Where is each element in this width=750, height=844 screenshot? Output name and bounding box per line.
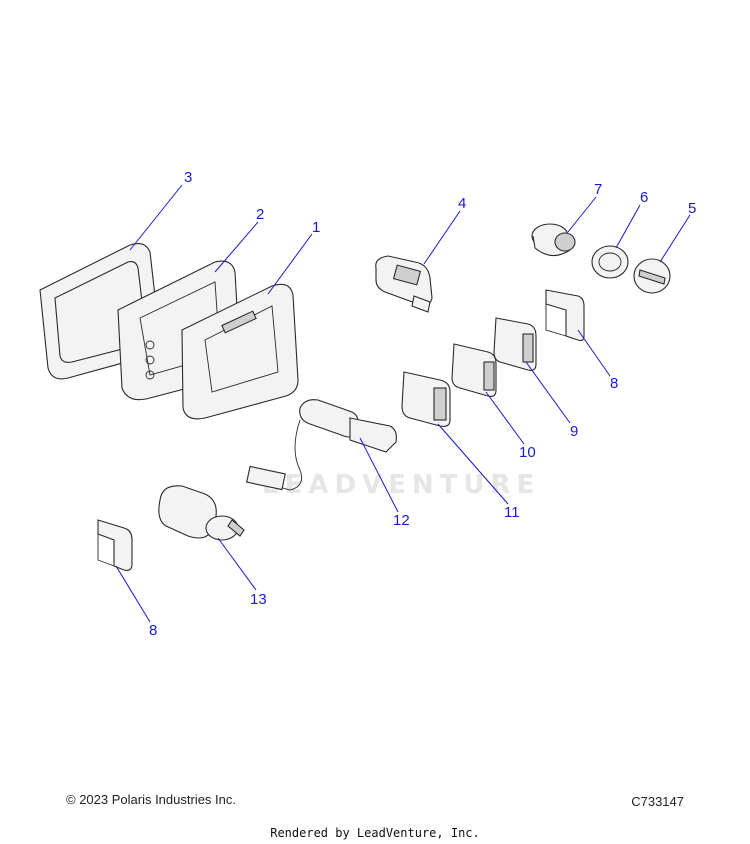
callout-10: 10 [519, 444, 536, 461]
callout-3: 3 [184, 169, 192, 186]
part-6-nut [591, 245, 629, 279]
render-credit: Rendered by LeadVenture, Inc. [270, 826, 480, 840]
part-4-usb [375, 255, 433, 313]
callout-7: 7 [594, 181, 602, 198]
part-10-switch [451, 343, 497, 397]
callout-8-upper: 8 [610, 375, 618, 392]
part-8-bezel-upper [545, 289, 585, 342]
callout-4: 4 [458, 195, 466, 212]
part-5-cap [633, 258, 671, 294]
callout-1: 1 [312, 219, 320, 236]
part-13-ignition [158, 485, 245, 541]
callout-11: 11 [504, 504, 520, 521]
part-1-housing [181, 283, 299, 420]
callout-13: 13 [250, 591, 267, 608]
part-9-switch [493, 317, 537, 371]
callout-12: 12 [393, 512, 410, 529]
part-7-socket [531, 223, 576, 257]
callout-5: 5 [688, 200, 696, 217]
callout-9: 9 [570, 423, 578, 440]
callout-2: 2 [256, 206, 264, 223]
diagram-code: C733147 [631, 794, 684, 809]
part-12-harness [246, 399, 397, 491]
leader-lines [115, 184, 691, 623]
callout-6: 6 [640, 189, 648, 206]
callout-8-lower: 8 [149, 622, 157, 639]
copyright-notice: © 2023 Polaris Industries Inc. [66, 792, 236, 807]
watermark: LEADVENTURE [262, 470, 541, 500]
part-11-switch [401, 371, 451, 427]
part-8-bezel-lower [97, 519, 133, 571]
